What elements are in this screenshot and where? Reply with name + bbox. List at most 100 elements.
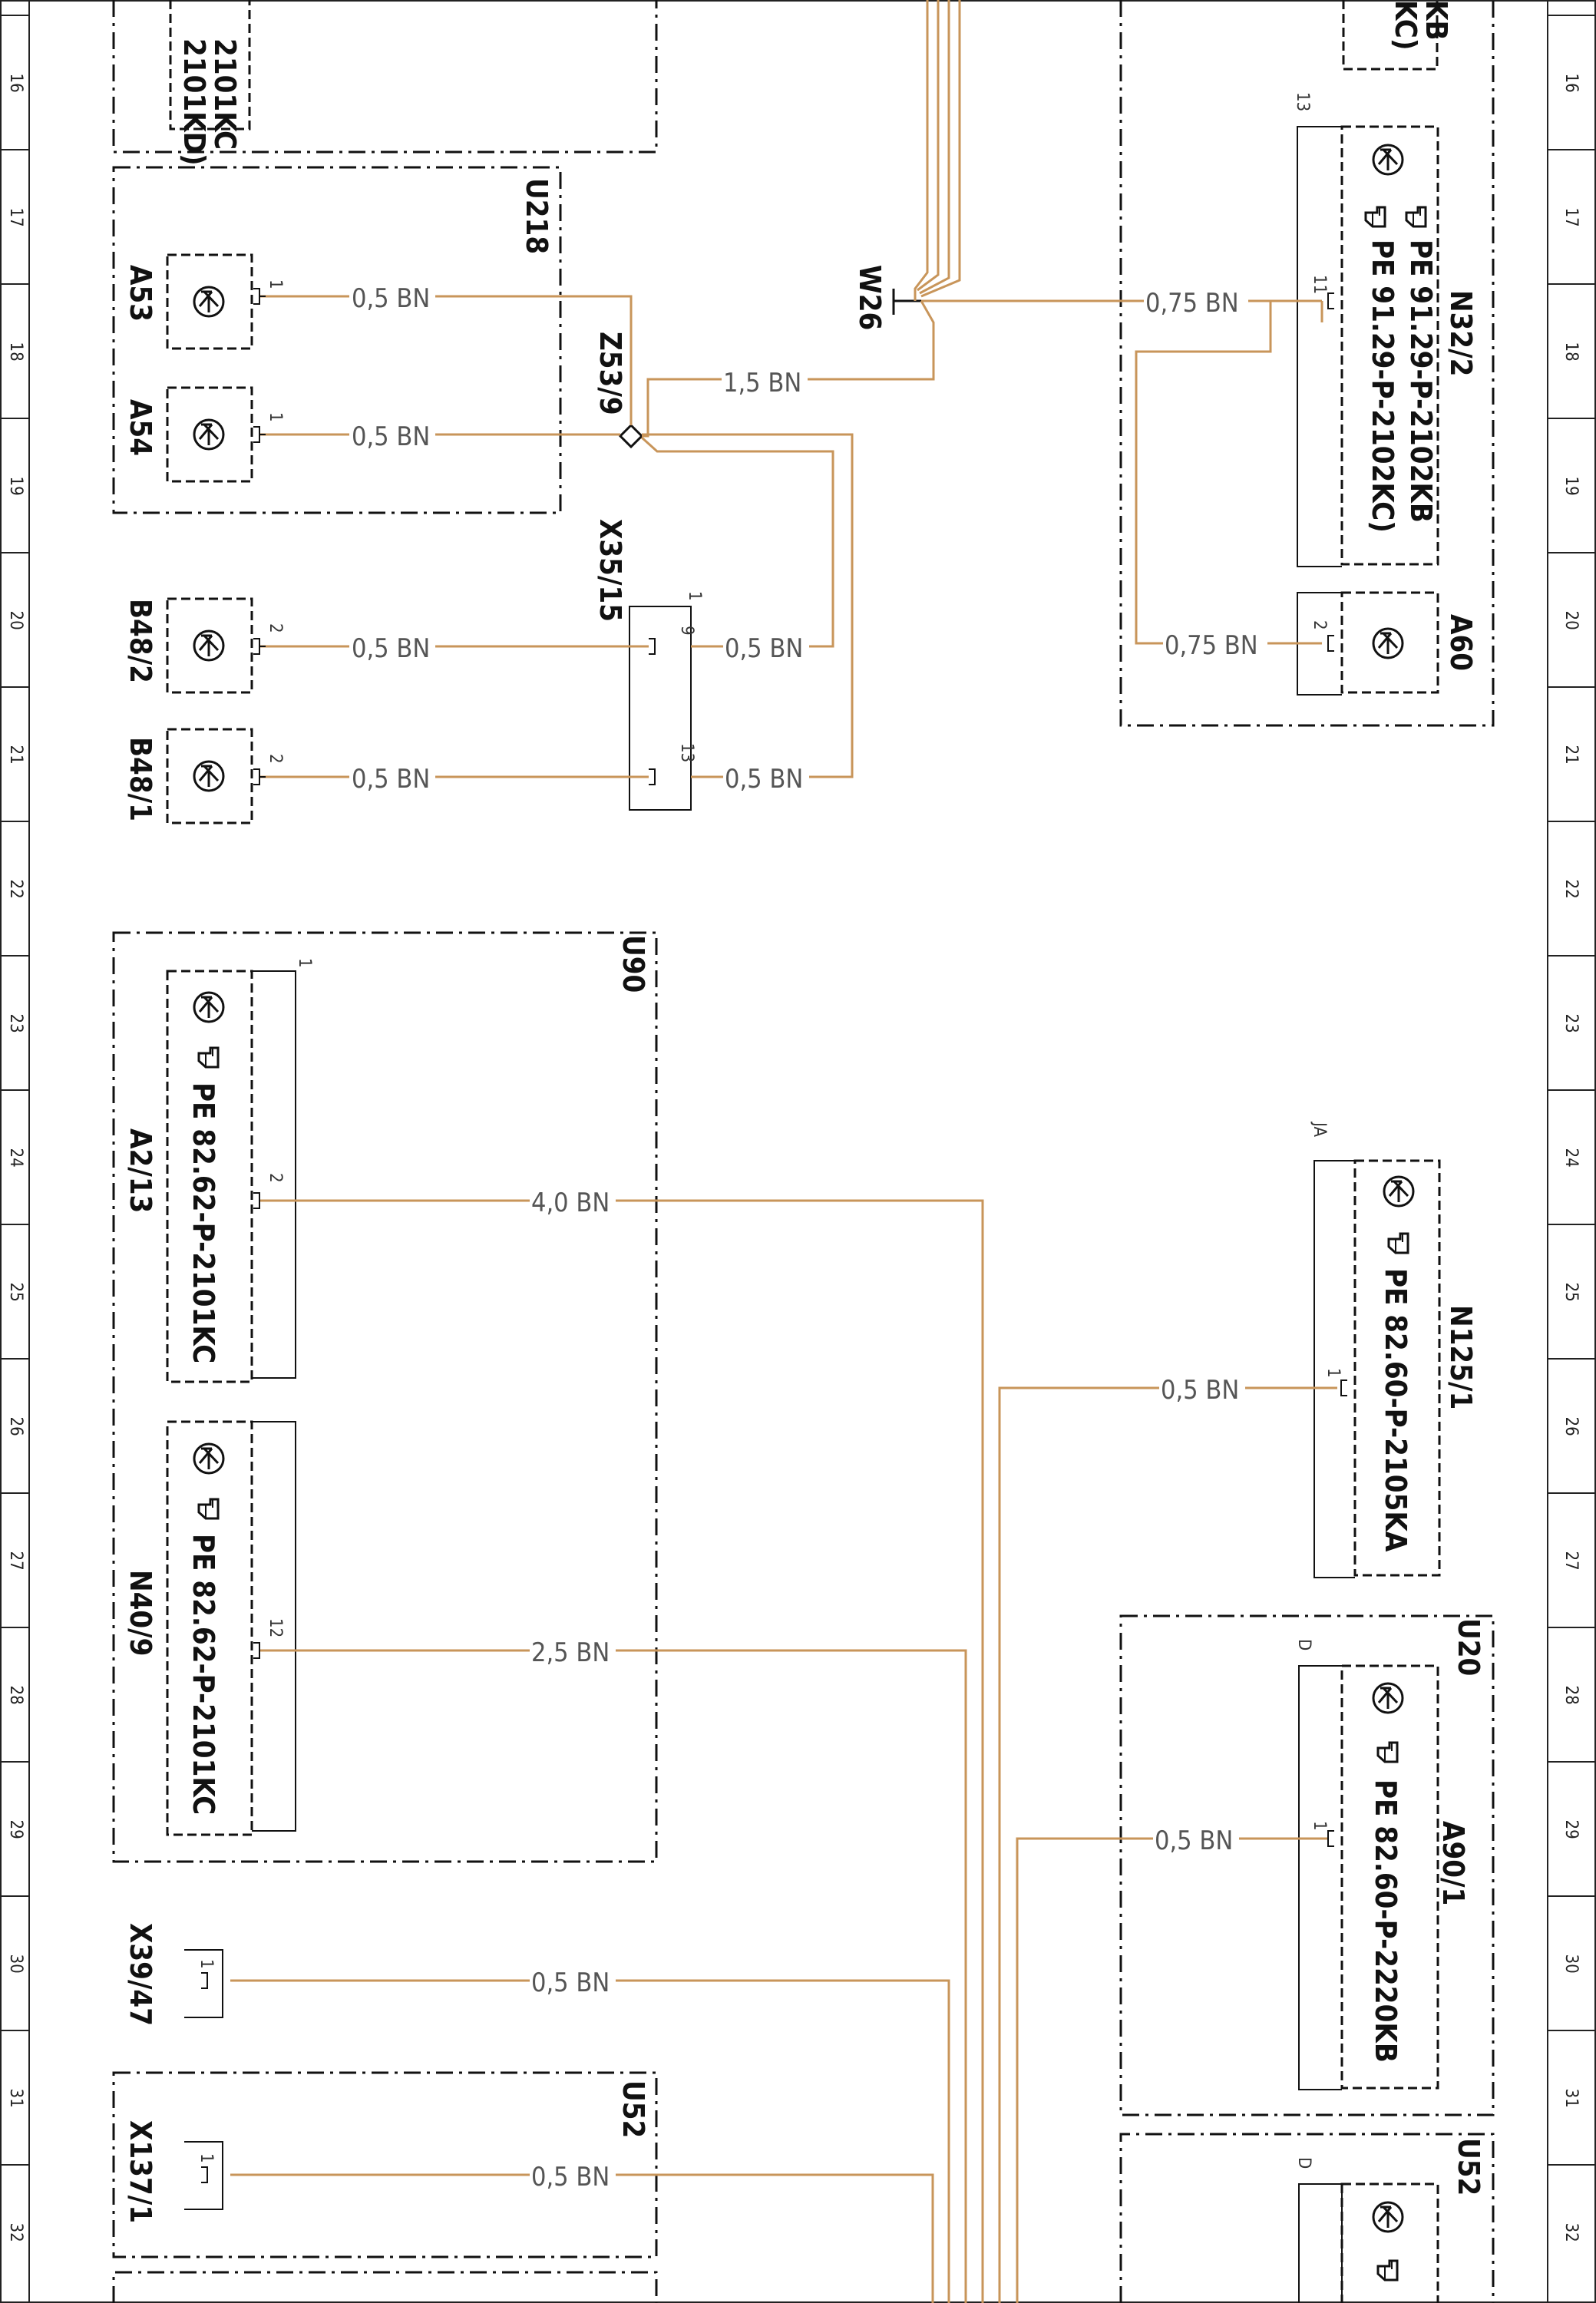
row-number: 20 [6, 611, 25, 630]
row-number: 28 [6, 1686, 25, 1705]
n40-9-pin: 12 [266, 1618, 285, 1637]
wire-label-a2-13: 4,0 BN [531, 1188, 610, 1218]
u52-right-variant: D [1294, 2157, 1313, 2169]
u20-label: U20 [1452, 1618, 1485, 1676]
a60-label: A60 [1444, 614, 1478, 671]
u90-label: U90 [616, 935, 650, 993]
connector-x35-15: X35/15 1 9 13 [593, 519, 704, 811]
component-n32-2: 13 PE 91.29-P-2102KB PE 91.29-P-2102KC) … [1293, 92, 1478, 567]
component-b48-1: B48/1 2 [124, 728, 285, 824]
hand-pointer-icon [1364, 206, 1386, 228]
component-u20: U20 D PE 82.60-P-2220KB A90/1 1 [1119, 1614, 1495, 2116]
ground-point-w26: W26 [853, 265, 921, 330]
a90-1-variant: D [1294, 1639, 1313, 1650]
a2-13-label: A2/13 [124, 1128, 157, 1213]
n125-1-pe: PE 82.60-P-2105KA [1379, 1268, 1413, 1552]
wire-labels: 0,5 BN 0,5 BN 1,5 BN 0,5 BN 0,5 BN 0,5 B… [349, 281, 1267, 2192]
component-u52-left: U52 X137/1 1 [112, 2071, 658, 2303]
wire-label-a60: 0,75 BN [1165, 630, 1258, 661]
row-number: 24 [6, 1148, 25, 1168]
ground-icon [193, 418, 225, 451]
x35-15-pin-13: 13 [677, 743, 696, 762]
wires [230, 0, 1337, 2303]
hand-pointer-icon [197, 1498, 220, 1520]
u218-label: U218 [520, 178, 553, 254]
wire-label-n125-1: 0,5 BN [1161, 1375, 1239, 1406]
a53-label: A53 [124, 265, 157, 322]
row-number: 26 [6, 1417, 25, 1436]
ground-icon [1372, 1682, 1404, 1714]
component-u90: U90 1 PE 82.62-P-2101KC A2/13 2 PE 82.62… [112, 931, 658, 1863]
row-number: 19 [1561, 477, 1581, 496]
row-number: 31 [6, 2089, 25, 2108]
hand-pointer-icon [1376, 1741, 1399, 1763]
wire-label-a90-1: 0,5 BN [1155, 1826, 1233, 1856]
wire-label-a53: 0,5 BN [352, 283, 430, 314]
x35-15-variant: 1 [685, 591, 704, 601]
n40-9-pe: PE 82.62-P-2101KC [187, 1534, 220, 1815]
row-number: 25 [6, 1283, 25, 1302]
b48-2-pin: 2 [266, 623, 285, 633]
component-u52-right: U52 D [1119, 2133, 1495, 2303]
a90-1-pe: PE 82.60-P-2220KB [1369, 1779, 1403, 2063]
u52-left-label: U52 [616, 2080, 650, 2138]
wire-label-x35-b: 0,5 BN [725, 764, 803, 795]
wire-label-x137-1: 0,5 BN [531, 2162, 610, 2192]
ground-icon [193, 629, 225, 662]
n32-2-pin: 11 [1310, 275, 1329, 294]
n125-1-label: N125/1 [1444, 1305, 1478, 1409]
component-n125-1: JA PE 82.60-P-2105KA N125/1 1 [1310, 1121, 1478, 1578]
row-number: 27 [1561, 1551, 1581, 1571]
row-number: 22 [1561, 880, 1581, 899]
row-number: 25 [1561, 1283, 1581, 1302]
row-number: 17 [1561, 208, 1581, 227]
top-left-label-a: 2101KC [208, 38, 242, 150]
x137-1-pin: 1 [197, 2153, 216, 2163]
component-b48-2: B48/2 2 [124, 597, 285, 694]
wire-label-b48-2: 0,5 BN [352, 633, 430, 664]
a54-pin: 1 [266, 412, 285, 422]
n32-2-label: N32/2 [1444, 290, 1478, 376]
row-number: 32 [6, 2223, 25, 2242]
n32-2-pe-1: PE 91.29-P-2102KB [1404, 240, 1438, 523]
a90-1-pin: 1 [1310, 1821, 1329, 1831]
a90-1-label: A90/1 [1436, 1821, 1470, 1905]
wire-label-x35-a: 0,5 BN [725, 633, 803, 664]
row-number: 21 [1561, 745, 1581, 765]
row-number: 32 [1561, 2223, 1581, 2242]
row-number: 30 [6, 1954, 25, 1974]
top-right-label-a: KB [1419, 0, 1453, 41]
top-right-label-b: KC) [1389, 0, 1423, 51]
ground-icon [193, 1442, 225, 1475]
top-left-label-b: 2101KD) [177, 38, 211, 166]
x35-15-pin-9: 9 [677, 626, 696, 636]
hand-pointer-icon [197, 1046, 220, 1069]
wire-label-n32-2: 0,75 BN [1145, 288, 1239, 319]
ground-icon [1372, 627, 1404, 659]
a2-13-variant: 1 [295, 958, 314, 968]
row-number: 16 [1561, 74, 1581, 93]
ground-icon [193, 991, 225, 1023]
row-number: 27 [6, 1551, 25, 1571]
row-number: 19 [6, 477, 25, 496]
n125-1-variant: JA [1310, 1121, 1329, 1137]
wire-label-n40-9: 2,5 BN [531, 1637, 610, 1668]
row-number: 24 [1561, 1148, 1581, 1168]
row-number: 21 [6, 745, 25, 765]
wire-label-a54: 0,5 BN [352, 421, 430, 452]
b48-2-label: B48/2 [124, 599, 157, 683]
splice-z53-9: Z53/9 [593, 332, 644, 449]
x39-47-pin: 1 [197, 1959, 216, 1969]
hand-pointer-icon [1405, 206, 1427, 228]
z53-9-label: Z53/9 [593, 332, 627, 415]
ground-icon [1372, 2201, 1404, 2233]
hand-pointer-icon [1376, 2259, 1399, 2282]
u52-right-label: U52 [1452, 2138, 1485, 2196]
row-number: 16 [6, 74, 25, 93]
row-number: 29 [1561, 1820, 1581, 1839]
component-top-right: KB KC) [1119, 0, 1495, 727]
a60-pin: 2 [1310, 620, 1329, 630]
w26-label: W26 [853, 265, 887, 330]
component-u218: U218 A53 1 A54 1 [112, 166, 562, 514]
